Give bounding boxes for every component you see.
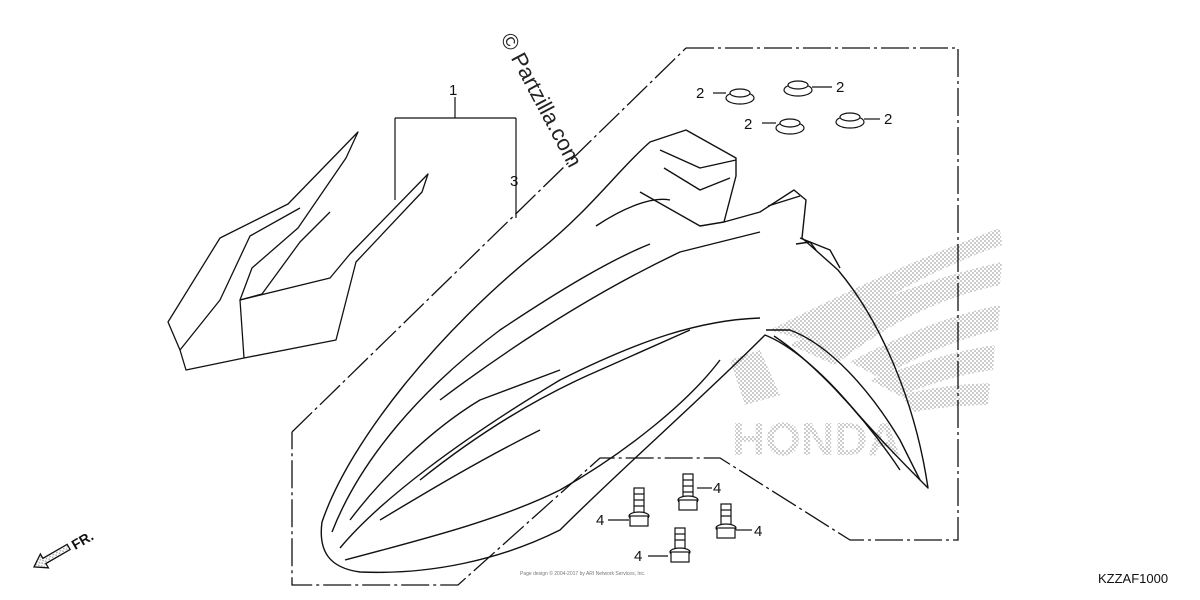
callout-part-4-a: 4 — [596, 512, 604, 529]
callout-bracket-1 — [394, 97, 517, 218]
assembly-boundary-diagonal — [291, 47, 687, 433]
callout-part-4-b: 4 — [713, 480, 721, 497]
bolt-part-b — [677, 473, 712, 511]
stripe-decal-part — [167, 131, 429, 371]
callout-part-4-d: 4 — [634, 548, 642, 565]
grommet-part-d — [835, 112, 880, 129]
front-direction-arrow-icon: FR. — [32, 528, 97, 569]
grommet-part-c — [762, 118, 805, 135]
callout-part-2-b: 2 — [836, 79, 844, 96]
bolt-part-d — [648, 527, 691, 563]
callout-part-2-a: 2 — [696, 85, 704, 102]
bolt-part-a — [608, 487, 650, 527]
front-fender-part — [320, 129, 929, 574]
callout-part-1: 1 — [449, 82, 457, 99]
front-direction-label: FR. — [69, 528, 97, 553]
bolt-part-c — [715, 503, 752, 539]
callout-part-4-c: 4 — [754, 523, 762, 540]
grommet-part-b — [783, 80, 832, 97]
callout-part-3: 3 — [510, 173, 518, 190]
honda-wing-logo: HONDA — [730, 228, 1002, 465]
callout-part-2-d: 2 — [884, 111, 892, 128]
callout-part-2-c: 2 — [744, 116, 752, 133]
fine-print-text: Page design © 2004-2017 by ARI Network S… — [520, 570, 645, 577]
honda-logo-text: HONDA — [732, 413, 901, 465]
watermark-text: © Partzilla.com — [496, 29, 588, 172]
assembly-boundary-outline — [291, 47, 959, 586]
grommet-part-a — [713, 88, 755, 105]
diagram-code: KZZAF1000 — [1098, 571, 1168, 586]
